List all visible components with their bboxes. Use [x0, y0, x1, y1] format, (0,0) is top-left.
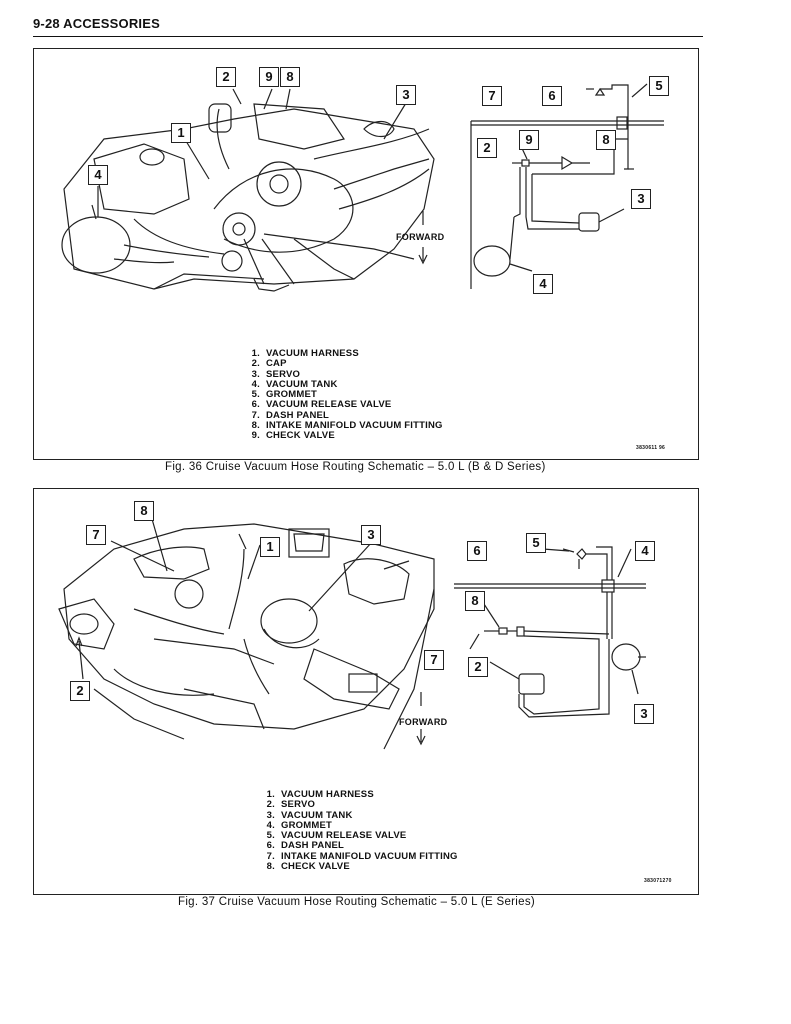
engine-sketch-36 [63, 103, 435, 292]
legend-37-item-7: 7.INTAKE MANIFOLD VACUUM FITTING [266, 850, 458, 862]
callout-36-engine-9: 9 [259, 67, 279, 87]
legend-36-item-3: 3.SERVO [251, 368, 301, 380]
legend-37-item-2: 2.SERVO [266, 799, 316, 811]
callout-36-engine-4: 4 [88, 165, 108, 185]
engine-sketch-37 [58, 523, 435, 750]
callout-37-sch-4: 4 [635, 541, 655, 561]
callout-37-sch-2: 2 [468, 657, 488, 677]
callout-36-sch-7: 7 [482, 86, 502, 106]
callout-36-sch-5: 5 [649, 76, 669, 96]
legend-37-item-5: 5.VACUUM RELEASE VALVE [266, 830, 407, 842]
legend-37-item-1: 1.VACUUM HARNESS [266, 789, 374, 800]
callout-36-engine-3: 3 [396, 85, 416, 105]
callout-37-engine-1: 1 [260, 537, 280, 557]
legend-36-item-1: 1.VACUUM HARNESS [251, 348, 359, 359]
legend-37-item-8: 8.CHECK VALVE [266, 861, 350, 873]
callout-36-engine-8: 8 [280, 67, 300, 87]
figure-36-number: 3830611 96 [636, 445, 666, 451]
legend-37-item-4: 4.GROMMET [266, 819, 333, 831]
legend-36-item-8: 8.INTAKE MANIFOLD VACUUM FITTING [251, 420, 443, 432]
legend-36-item-2: 2.CAP [251, 358, 287, 370]
callout-37-engine-2: 2 [70, 681, 90, 701]
callout-36-sch-8: 8 [596, 130, 616, 150]
figure-36-panel: 2 9 8 3 1 4 FORWARD 7 6 5 9 2 8 3 4 1.VA… [33, 48, 699, 460]
callout-36-sch-4: 4 [533, 274, 553, 294]
legend-36-item-7: 7.DASH PANEL [251, 409, 330, 421]
legend-36-item-4: 4.VACUUM TANK [251, 378, 338, 390]
callout-37-engine-8: 8 [134, 501, 154, 521]
schematic-36-drawing [470, 83, 664, 289]
callout-36-sch-6: 6 [542, 86, 562, 106]
callout-36-sch-3: 3 [631, 189, 651, 209]
legend-37: 1.VACUUM HARNESS 2.SERVO 3.VACUUM TANK 4… [259, 789, 458, 873]
callout-36-engine-2: 2 [216, 67, 236, 87]
page-header: 9-28 ACCESSORIES [33, 16, 703, 37]
callout-37-sch-5: 5 [526, 533, 546, 553]
vacuum-tank-36-drawing [61, 204, 210, 274]
section-title: 9-28 ACCESSORIES [33, 16, 160, 31]
callout-36-engine-1: 1 [171, 123, 191, 143]
figure-37-illustration [58, 518, 646, 750]
callout-37-sch-3: 3 [634, 704, 654, 724]
figure-36-caption: Fig. 36 Cruise Vacuum Hose Routing Schem… [165, 461, 546, 473]
callout-37-engine-3: 3 [361, 525, 381, 545]
legend-36-item-6: 6.VACUUM RELEASE VALVE [251, 399, 392, 411]
legend-36: 1.VACUUM HARNESS 2.CAP 3.SERVO 4.VACUUM … [244, 348, 443, 442]
callout-37-engine-7: 7 [86, 525, 106, 545]
legend-36-item-9: 9.CHECK VALVE [251, 430, 335, 442]
callout-37-sch-6: 6 [467, 541, 487, 561]
callout-36-sch-2: 2 [477, 138, 497, 158]
legend-37-item-3: 3.VACUUM TANK [266, 809, 353, 821]
legend-36-item-5: 5.GROMMET [251, 389, 318, 401]
figure-37-number: 383071270 [644, 878, 672, 884]
legend-37-item-6: 6.DASH PANEL [266, 840, 345, 852]
callout-37-sch-8: 8 [465, 591, 485, 611]
forward-label-37: FORWARD [399, 717, 448, 727]
figure-37-caption: Fig. 37 Cruise Vacuum Hose Routing Schem… [178, 896, 536, 908]
schematic-37-drawing [454, 546, 646, 718]
forward-label-36: FORWARD [396, 232, 445, 242]
callout-37-sch-7: 7 [424, 650, 444, 670]
figure-37-panel: 8 7 1 3 2 FORWARD 5 6 4 8 7 2 3 1.VACUUM… [33, 488, 699, 895]
callout-36-sch-9: 9 [519, 130, 539, 150]
figure-36-illustration [61, 83, 664, 292]
